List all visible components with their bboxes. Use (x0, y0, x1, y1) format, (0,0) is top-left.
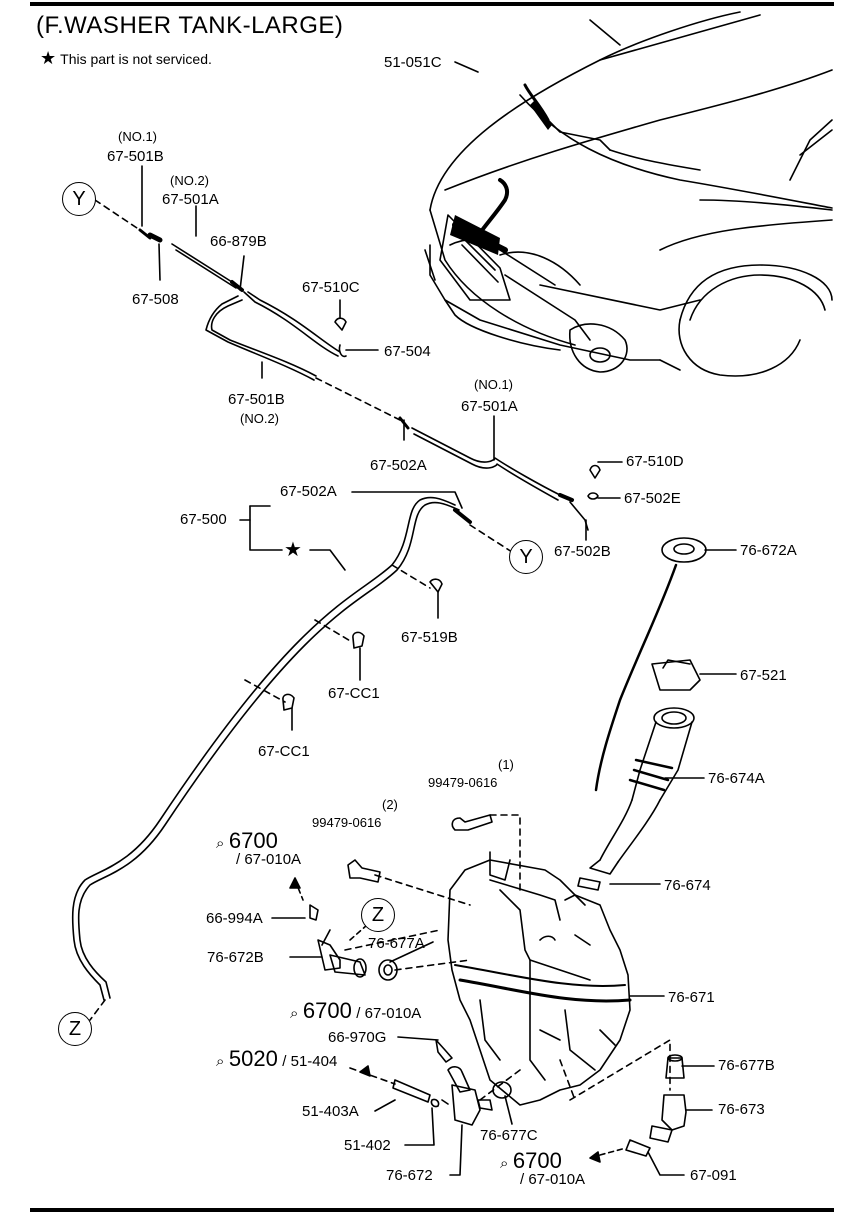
section-ref-6700-bot[interactable]: ⌕ 6700 / 67-010A (500, 1148, 586, 1188)
callout-67-501A-a: 67-501A (162, 191, 219, 208)
callout-76-672A: 76-672A (740, 542, 797, 559)
callout-51-402: 51-402 (344, 1137, 391, 1154)
callout-67-501A-b: 67-501A (461, 398, 518, 415)
callout-76-671: 76-671 (668, 989, 715, 1006)
callout-76-673: 76-673 (718, 1101, 765, 1118)
service-note: ★This part is not serviced. (40, 48, 212, 69)
callout-67-091: 67-091 (690, 1167, 737, 1184)
callout-67-519B: 67-519B (401, 629, 458, 646)
callout-no1-a: (NO.1) (118, 129, 157, 144)
callout-67-501B-a: 67-501B (107, 148, 164, 165)
callout-66-879B: 66-879B (210, 233, 267, 250)
callout-no2-a: (NO.2) (170, 173, 209, 188)
bottom-border (30, 1208, 834, 1212)
connector-y-mid: Y (509, 540, 543, 574)
callout-67-502B: 67-502B (554, 543, 611, 560)
ref-num: 6700 (228, 828, 278, 853)
ref-sub: / 67-010A (520, 1171, 586, 1188)
callout-76-672: 76-672 (386, 1167, 433, 1184)
callout-paren-1: (1) (498, 757, 514, 772)
connector-y-top: Y (62, 182, 96, 216)
book-icon: ⌕ (216, 835, 225, 852)
callout-67-502A-b: 67-502A (280, 483, 337, 500)
callout-paren-2: (2) (382, 797, 398, 812)
callout-66-970G: 66-970G (328, 1029, 387, 1046)
ref-sub: / 67-010A (356, 1005, 422, 1022)
ref-num: 6700 (512, 1148, 562, 1173)
callout-67-501B-b: 67-501B (228, 391, 285, 408)
callout-67-508: 67-508 (132, 291, 179, 308)
section-ref-6700-mid[interactable]: ⌕ 6700 / 67-010A (290, 1000, 421, 1022)
callout-67-521: 67-521 (740, 667, 787, 684)
top-border (30, 2, 834, 6)
book-icon: ⌕ (500, 1155, 509, 1172)
ref-sub: / 67-010A (236, 851, 302, 868)
callout-76-677B: 76-677B (718, 1057, 775, 1074)
section-ref-5020[interactable]: ⌕ 5020 / 51-404 (216, 1048, 337, 1070)
callout-76-677A: 76-677A (368, 935, 425, 952)
callout-67-504: 67-504 (384, 343, 431, 360)
callout-76-672B: 76-672B (207, 949, 264, 966)
book-icon: ⌕ (290, 1005, 299, 1022)
callout-99479-0616-b: 99479-0616 (312, 815, 382, 830)
service-note-text: This part is not serviced. (60, 51, 212, 67)
callout-67-CC1-a: 67-CC1 (328, 685, 380, 702)
connector-z-mid: Z (361, 898, 395, 932)
callout-no2-b: (NO.2) (240, 411, 279, 426)
callout-99479-0616-a: 99479-0616 (428, 775, 498, 790)
ref-num: 5020 (228, 1046, 278, 1071)
star-icon: ★ (40, 48, 57, 68)
callout-66-994A: 66-994A (206, 910, 263, 927)
callout-67-502A-a: 67-502A (370, 457, 427, 474)
callout-76-674: 76-674 (664, 877, 711, 894)
callout-67-510D: 67-510D (626, 453, 684, 470)
car-illustration (424, 11, 833, 377)
ref-sub: / 51-404 (282, 1053, 338, 1070)
callout-67-502E: 67-502E (624, 490, 681, 507)
callout-51-403A: 51-403A (302, 1103, 359, 1120)
book-icon: ⌕ (216, 1053, 225, 1070)
callout-51-051C: 51-051C (384, 54, 442, 71)
diagram-title: (F.WASHER TANK-LARGE) (36, 12, 344, 39)
callout-67-CC1-b: 67-CC1 (258, 743, 310, 760)
callout-76-674A: 76-674A (708, 770, 765, 787)
callout-no1-b: (NO.1) (474, 377, 513, 392)
section-ref-6700-top[interactable]: ⌕ 6700 / 67-010A (216, 828, 302, 868)
callout-76-677C: 76-677C (480, 1127, 538, 1144)
connector-z-bot: Z (58, 1012, 92, 1046)
callout-67-500: 67-500 (180, 511, 227, 528)
ref-num: 6700 (302, 998, 352, 1023)
callout-67-510C: 67-510C (302, 279, 360, 296)
star-marker-icon: ★ (284, 539, 302, 561)
